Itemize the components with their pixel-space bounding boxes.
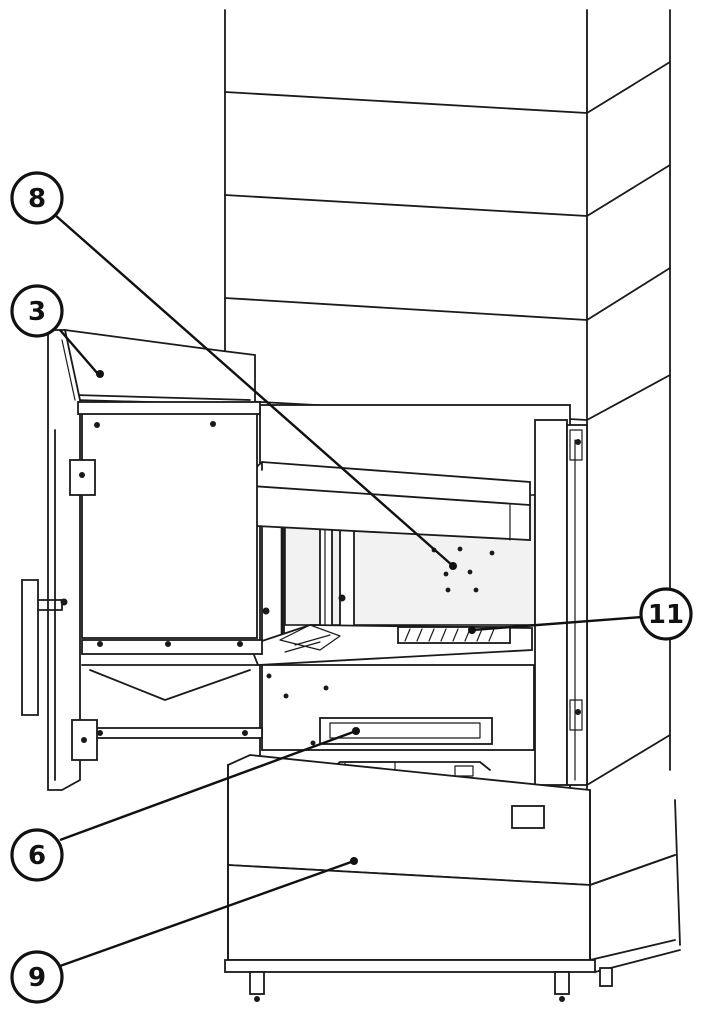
door-handle [21, 579, 68, 716]
storage-base [224, 754, 681, 1002]
leader-8 [54, 214, 454, 567]
air-vent-grid [397, 626, 511, 644]
callout-6-label: 6 [28, 841, 46, 871]
stove-casing-side [586, 374, 681, 946]
callout-3-label: 3 [28, 297, 46, 327]
callout-11: 11 [639, 587, 693, 641]
callout-3: 3 [10, 284, 64, 338]
open-firebox-door [21, 328, 263, 791]
callout-8-label: 8 [28, 184, 46, 214]
callout-9: 9 [10, 950, 64, 1004]
ash-drawer-handle [319, 717, 493, 745]
leader-6 [59, 729, 357, 842]
leader-9 [59, 859, 355, 968]
leader-11 [471, 615, 643, 632]
callout-11-label: 11 [648, 600, 684, 630]
firebox [236, 404, 588, 791]
leader-3 [59, 329, 99, 375]
callout-8: 8 [10, 171, 64, 225]
callout-9-label: 9 [28, 963, 46, 993]
leader-lines [54, 214, 643, 968]
callout-6: 6 [10, 828, 64, 882]
stove-casing-upper [224, 9, 671, 421]
